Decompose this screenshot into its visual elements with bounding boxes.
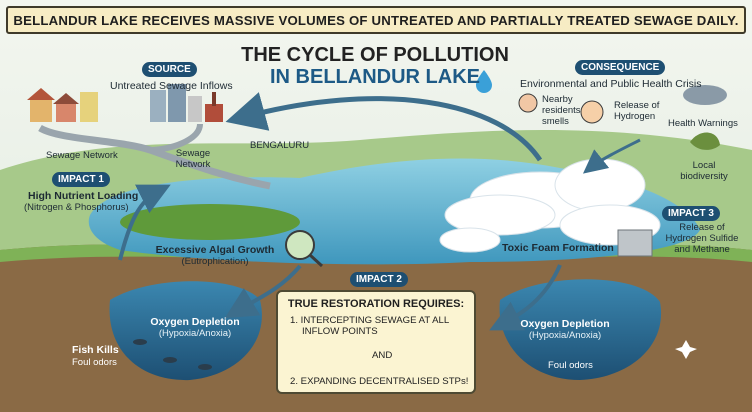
- restoration-heading: TRUE RESTORATION REQUIRES:: [287, 298, 465, 310]
- city-label: BENGALURU: [250, 140, 310, 151]
- toxic-foam: [439, 158, 661, 253]
- restoration-step2: 2. EXPANDING DECENTRALISED STPs!: [290, 376, 469, 387]
- release-hydrogen-label: Release of Hydrogen: [614, 100, 659, 122]
- arrow-to-oxygen-right: [489, 264, 562, 331]
- title-line-1: THE CYCLE OF POLLUTION: [241, 44, 509, 66]
- oxygen-right-line-1: Oxygen Depletion: [520, 318, 610, 330]
- restoration-step1-b: INFLOW POINTS: [302, 326, 378, 337]
- sewage-network-mid-label: Sewage Network: [168, 148, 218, 170]
- impact3-line-3: and Methane: [674, 244, 730, 255]
- fish-foul-odors-label: Foul odors: [72, 357, 117, 368]
- impact2-tag: IMPACT 2: [350, 272, 408, 287]
- biodiversity-label: Local biodiversity: [676, 160, 732, 182]
- oxygen-left-line-2: (Hypoxia/Anoxia): [158, 328, 232, 339]
- impact3-line-1: Release of: [679, 222, 725, 233]
- biodiversity-line-1: Local: [692, 160, 716, 171]
- restoration-and: AND: [372, 350, 393, 361]
- storm-cloud-icon: [683, 85, 727, 105]
- headline-banner: BELLANDUR LAKE RECEIVES MASSIVE VOLUMES …: [6, 6, 746, 34]
- resident-icon: [518, 93, 538, 113]
- deep-water-right: [499, 279, 662, 380]
- impact3-text: Release of Hydrogen Sulfide and Methane: [662, 222, 742, 255]
- residents-line-2: residents: [542, 105, 581, 116]
- source-tag: SOURCE: [142, 62, 197, 77]
- title-line-2: IN BELLANDUR LAKE: [270, 66, 480, 88]
- toxic-foam-label: Toxic Foam Formation: [502, 242, 614, 254]
- foul-odors-right-label: Foul odors: [548, 360, 593, 371]
- release-line-1: Release of: [614, 100, 660, 111]
- arrow-to-oxygen-left: [224, 264, 302, 319]
- fish-kills-label: Fish Kills: [72, 344, 119, 356]
- fish-icons: [133, 339, 212, 370]
- arrow-impact1: [118, 184, 171, 261]
- water-drop-icon: [476, 70, 492, 93]
- biodiversity-icon: [690, 132, 720, 150]
- page-title: THE CYCLE OF POLLUTION IN BELLANDUR LAKE: [210, 44, 540, 88]
- restoration-step1-a: 1. INTERCEPTING SEWAGE AT ALL: [290, 315, 450, 326]
- residents-line-3: smells: [542, 116, 569, 127]
- magnifier-handle: [308, 253, 324, 268]
- deep-water-left: [109, 281, 262, 381]
- consequence-tag: CONSEQUENCE: [575, 60, 666, 75]
- sewage-network-label: Sewage Network: [46, 150, 118, 161]
- impact1-tag: IMPACT 1: [52, 172, 110, 187]
- arrow-consequence: [582, 138, 641, 174]
- algae-patch: [120, 204, 300, 240]
- outfall-structure: [617, 229, 653, 257]
- cycle-arrow-top: [225, 92, 543, 162]
- eutrophication-label: (Eutrophication): [181, 256, 249, 267]
- residents-label: Nearby residents smells: [542, 94, 581, 127]
- mask-person-icon: [580, 100, 604, 124]
- residents-line-1: Nearby: [542, 94, 573, 105]
- sewage-network-mid-line-2: Network: [175, 159, 211, 170]
- health-warnings-label: Health Warnings: [668, 118, 738, 129]
- city-buildings: [27, 84, 223, 122]
- oxygen-left-line-1: Oxygen Depletion: [150, 316, 240, 328]
- source-caption: Untreated Sewage Inflows: [110, 80, 233, 92]
- release-line-2: Hydrogen: [614, 111, 656, 122]
- restoration-box: TRUE RESTORATION REQUIRES: 1. INTERCEPTI…: [276, 290, 476, 394]
- impact3-line-2: Hydrogen Sulfide: [665, 233, 739, 244]
- sparkle-icon: [675, 340, 697, 359]
- oxygen-right-line-2: (Hypoxia/Anoxia): [528, 330, 602, 341]
- biodiversity-line-2: biodiversity: [680, 171, 728, 182]
- impact1-line-1: High Nutrient Loading: [28, 190, 139, 202]
- algal-growth-label: Excessive Algal Growth: [155, 244, 275, 256]
- sewage-network-mid-line-1: Sewage: [175, 148, 211, 159]
- impact1-line-2: (Nitrogen & Phosphorus): [24, 202, 129, 213]
- impact3-tag: IMPACT 3: [662, 206, 720, 221]
- sewage-pipe-branch: [149, 123, 203, 153]
- magnifier-icon: [285, 230, 315, 260]
- consequence-caption: Environmental and Public Health Crisis: [520, 78, 702, 90]
